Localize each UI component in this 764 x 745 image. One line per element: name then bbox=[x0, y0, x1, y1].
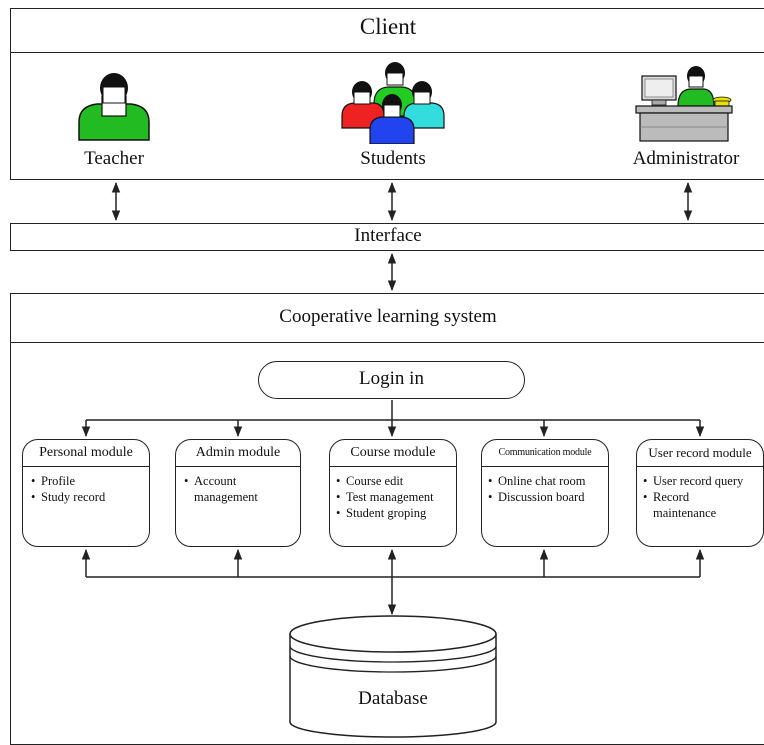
module-items: Profile Study record bbox=[31, 473, 149, 505]
module-item: Profile bbox=[31, 473, 149, 489]
module-item: Discussion board bbox=[488, 489, 608, 505]
module-item: Online chat room bbox=[488, 473, 608, 489]
client-title-divider bbox=[10, 52, 764, 53]
administrator-icon bbox=[635, 66, 733, 142]
module-items: Course edit Test management Student grop… bbox=[336, 473, 456, 521]
module-item: Record maintenance bbox=[643, 489, 716, 521]
module-item: Account management bbox=[184, 473, 284, 505]
module-title: Course module bbox=[330, 440, 456, 467]
module-title: Communication module bbox=[482, 440, 608, 467]
module-items: User record query Record maintenance bbox=[643, 473, 755, 521]
module-title: Personal module bbox=[23, 440, 149, 467]
module-admin: Admin module Account management bbox=[175, 439, 301, 547]
module-item: Study record bbox=[31, 489, 149, 505]
database-cylinder bbox=[289, 615, 497, 738]
actor-label-students: Students bbox=[360, 148, 426, 169]
module-item: Test management bbox=[336, 489, 456, 505]
module-item: User record query bbox=[643, 473, 755, 489]
interface-label: Interface bbox=[354, 225, 422, 246]
interface-bar bbox=[10, 223, 764, 251]
teacher-icon bbox=[78, 73, 150, 141]
actor-label-administrator: Administrator bbox=[632, 148, 740, 169]
system-title-divider bbox=[10, 342, 764, 343]
module-items: Online chat room Discussion board bbox=[488, 473, 608, 505]
module-user-record: User record module User record query Rec… bbox=[636, 439, 764, 547]
module-communication: Communication module Online chat room Di… bbox=[481, 439, 609, 547]
actor-label-teacher: Teacher bbox=[84, 148, 144, 169]
login-label: Login in bbox=[359, 368, 424, 389]
module-personal: Personal module Profile Study record bbox=[22, 439, 150, 547]
students-icon bbox=[341, 62, 445, 144]
module-item: Course edit bbox=[336, 473, 456, 489]
module-title: Admin module bbox=[176, 440, 300, 467]
client-title: Client bbox=[359, 14, 417, 39]
module-course: Course module Course edit Test managemen… bbox=[329, 439, 457, 547]
database-label: Database bbox=[358, 688, 428, 709]
module-items: Account management bbox=[184, 473, 284, 505]
system-title: Cooperative learning system bbox=[279, 306, 497, 327]
module-title: User record module bbox=[637, 440, 763, 467]
module-item: Student groping bbox=[336, 505, 456, 521]
login-node bbox=[258, 361, 525, 399]
